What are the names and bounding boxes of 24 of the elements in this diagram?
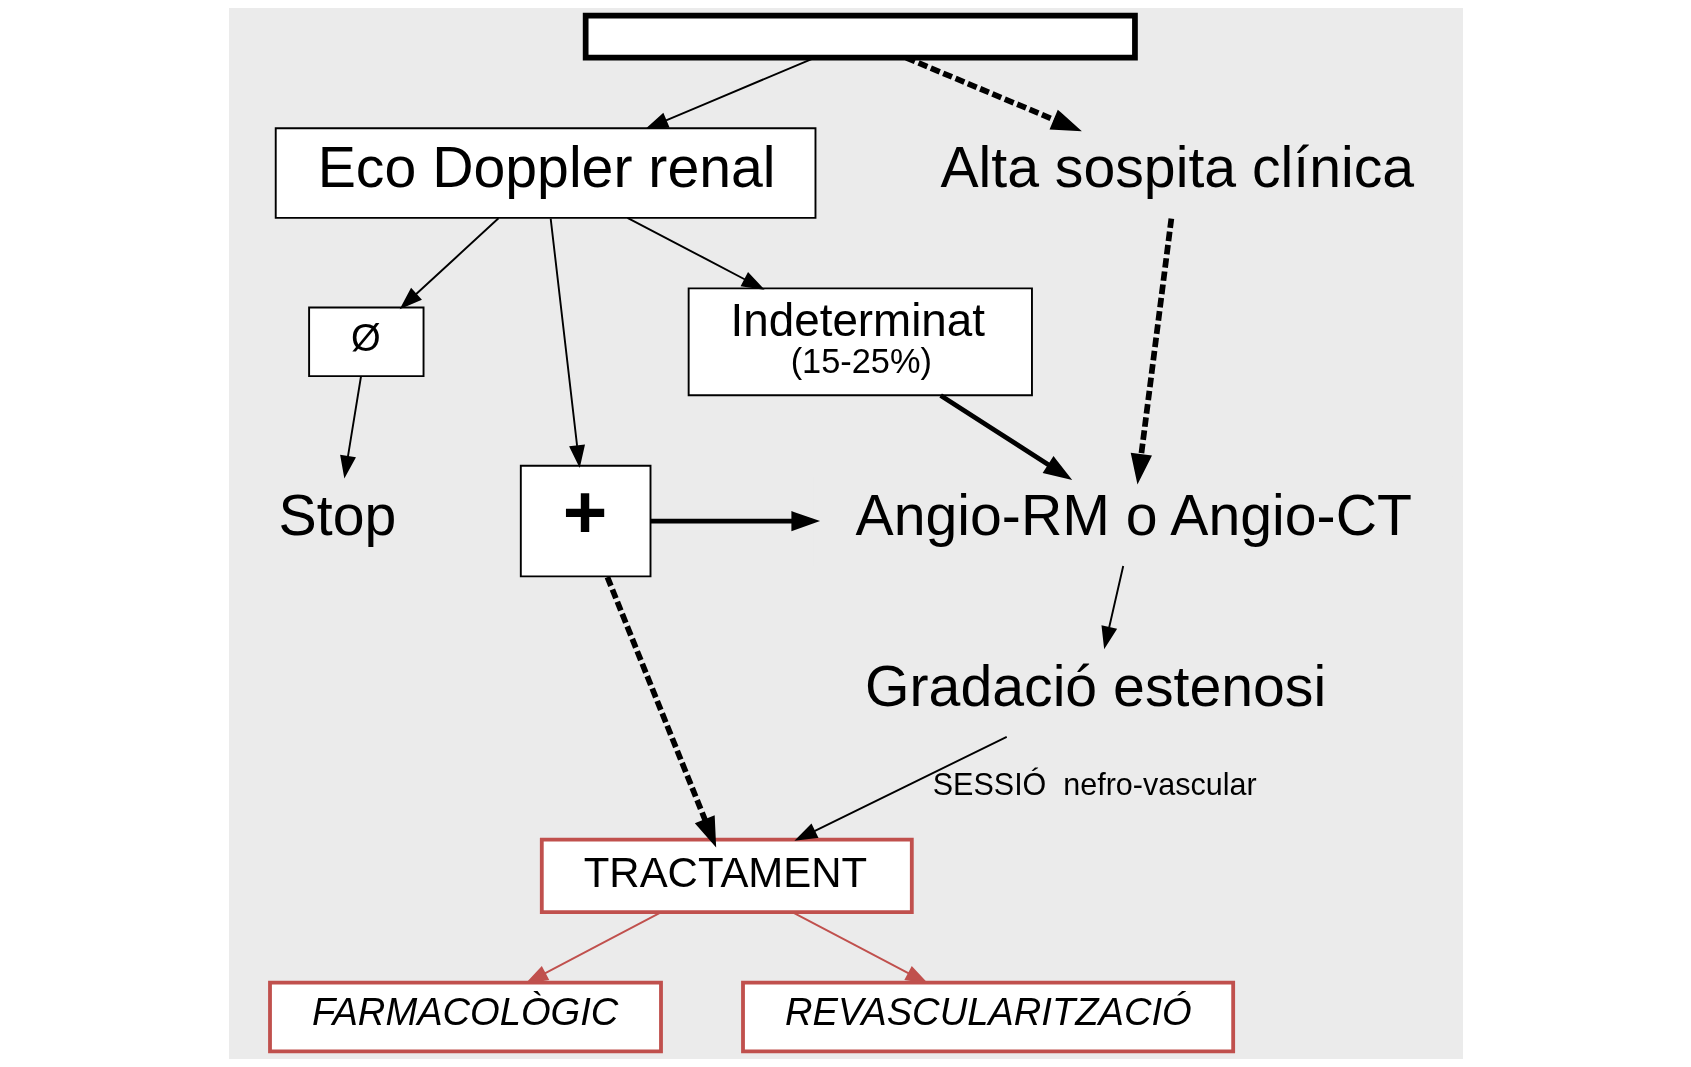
node-box: Eco Doppler renal xyxy=(274,127,816,219)
arrow xyxy=(604,576,716,848)
node-box: REVASCULARITZACIÓ xyxy=(740,980,1235,1054)
arrow xyxy=(339,375,362,479)
arrow xyxy=(650,511,820,532)
node-box: Indeterminat (15-25%) xyxy=(687,287,1033,397)
arrow xyxy=(1100,565,1124,650)
node-box: Ø xyxy=(307,306,424,378)
node-box xyxy=(582,12,1138,61)
edge-label: SESSIÓ nefro-vascular xyxy=(932,767,1257,802)
arrow xyxy=(1130,218,1174,485)
arrow xyxy=(793,735,1008,841)
node-box: TRACTAMENT xyxy=(539,837,914,914)
arrow xyxy=(938,393,1072,481)
arrow xyxy=(549,217,585,469)
node-text: Angio-RM o Angio-CT xyxy=(855,483,1412,548)
node-box: + xyxy=(519,464,651,578)
node-text: Stop xyxy=(278,483,396,548)
arrow xyxy=(399,217,499,310)
arrow xyxy=(791,911,928,984)
node-box: FARMACOLÒGIC xyxy=(267,980,663,1054)
node-text: Gradació estenosi xyxy=(864,654,1326,719)
node-text: Alta sospita clínica xyxy=(939,135,1414,200)
arrow xyxy=(626,216,765,290)
